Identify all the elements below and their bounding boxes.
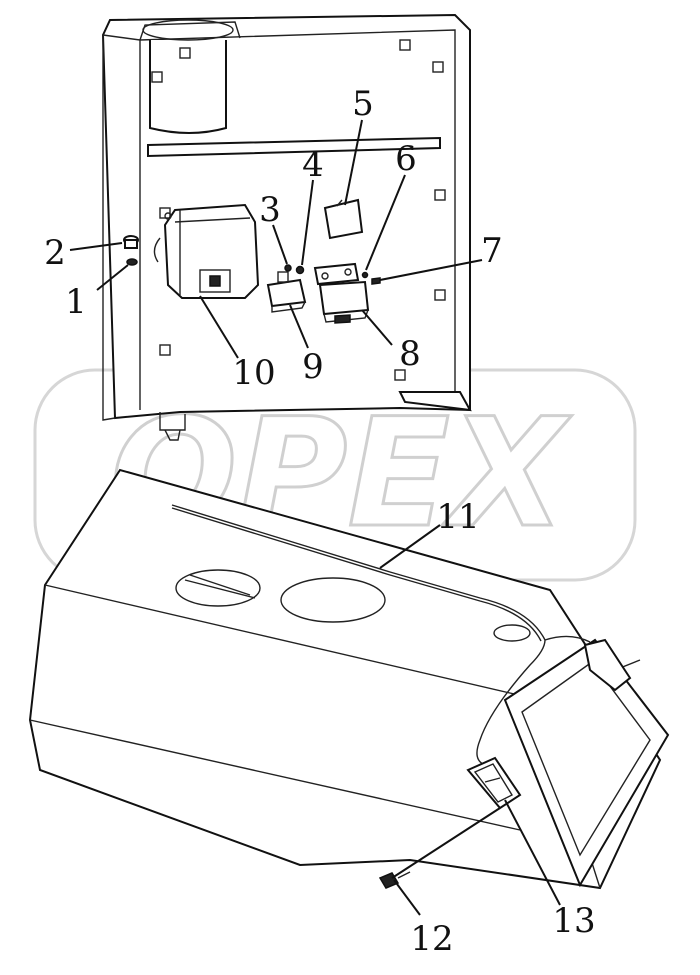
part-10-bracket-box: [153, 203, 260, 299]
callout-12: 12: [410, 919, 453, 959]
callout-11: 11: [436, 497, 479, 537]
part-3-screw: [284, 264, 292, 272]
upper-panel: [101, 13, 472, 441]
part-5-connector: [323, 198, 364, 240]
callout-6: 6: [395, 139, 417, 179]
callouts: 1 2 3 4 5 6 7 8 9 10 11 12 13: [44, 84, 595, 959]
part-4-nut: [295, 265, 305, 275]
part-7-screw: [371, 277, 381, 285]
callout-13: 13: [552, 901, 595, 941]
part-8-relay-block: [318, 280, 370, 324]
callout-1: 1: [65, 282, 87, 322]
callout-4: 4: [302, 145, 324, 185]
callout-10: 10: [232, 353, 275, 393]
callout-5: 5: [352, 84, 374, 124]
callout-3: 3: [259, 190, 281, 230]
part-11-cable: [171, 504, 632, 766]
callout-8: 8: [399, 334, 421, 374]
callout-9: 9: [302, 347, 324, 387]
part-1-washer: [126, 258, 138, 266]
part-2-bushing: [123, 235, 139, 249]
part-13-switch: [466, 756, 522, 810]
callout-7: 7: [481, 231, 503, 271]
part-6-mount-plate: [313, 262, 369, 286]
part-9-relay: [266, 271, 307, 313]
callout-2: 2: [44, 233, 66, 273]
leader-lines: [69, 119, 561, 916]
